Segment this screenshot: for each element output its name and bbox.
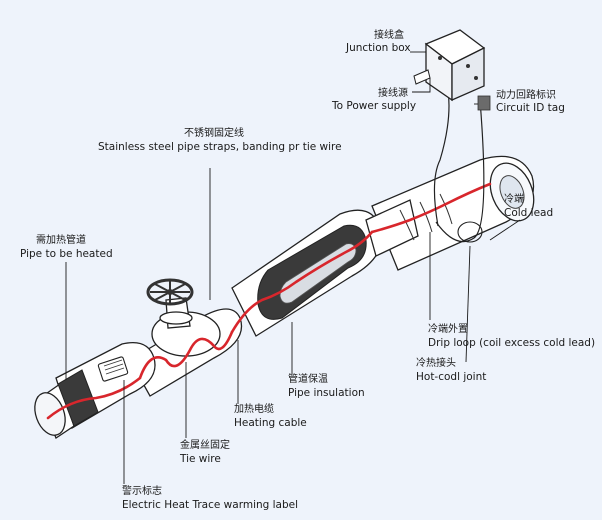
heating-cable-en: Heating cable — [234, 417, 307, 429]
pipe-heated-cn: 需加热管道 — [36, 233, 86, 246]
pipe-right-end-core — [499, 175, 525, 209]
label-cold-lead: 冷端 Cold lead — [504, 192, 553, 219]
drip-loop-wire — [435, 99, 485, 243]
label-circuit-id: 动力回路标识 Circuit ID tag — [496, 88, 565, 114]
pipe-strap-bands — [399, 193, 453, 241]
label-drip-loop: 冷端外置 Drip loop (coil excess cold lead) — [428, 322, 595, 349]
label-power-supply: 接线源 To Power supply — [331, 86, 416, 112]
pipe-insulation-en: Pipe insulation — [288, 387, 365, 399]
drip-loop-en: Drip loop (coil excess cold lead) — [428, 337, 595, 349]
insulation-left-cutaway — [57, 369, 99, 427]
circuit-id-cn: 动力回路标识 — [496, 88, 556, 101]
power-supply-en: To Power supply — [331, 100, 416, 112]
cold-lead-en: Cold lead — [504, 207, 553, 219]
valve-bonnet — [159, 311, 193, 325]
hot-cold-joint-en: Hot-codl joint — [416, 371, 486, 383]
label-tie-wire: 金属丝固定 Tie wire — [179, 438, 230, 465]
heating-cable — [46, 182, 492, 420]
pipe-assembly — [34, 29, 535, 439]
junction-box-icon — [413, 29, 486, 102]
label-pipe-straps: 不锈钢固定线 Stainless steel pipe straps, band… — [98, 126, 342, 153]
pipe-heated-en: Pipe to be heated — [20, 248, 113, 260]
label-junction-box: 接线盒 Junction box — [345, 28, 411, 54]
warning-label-icon — [97, 356, 129, 382]
hot-cold-joint-cn: 冷热接头 — [416, 356, 456, 369]
junction-box-cn: 接线盒 — [374, 28, 404, 41]
cold-lead-wire — [433, 89, 450, 227]
tie-wire-cn: 金属丝固定 — [180, 438, 230, 451]
warning-label-cn: 警示标志 — [122, 484, 162, 497]
drip-loop-coil — [457, 221, 483, 243]
pipe-straps-en: Stainless steel pipe straps, banding pr … — [98, 141, 342, 153]
label-heating-cable: 加热电缆 Heating cable — [234, 402, 307, 429]
pipe-straps-cn: 不锈钢固定线 — [184, 126, 244, 139]
drip-loop-cn: 冷端外置 — [428, 322, 468, 335]
leader-lines — [65, 51, 521, 484]
label-hot-cold-joint: 冷热接头 Hot-codl joint — [416, 356, 486, 383]
label-warning: 警示标志 Electric Heat Trace warming label — [122, 484, 298, 511]
junction-box-en: Junction box — [345, 42, 411, 54]
pipe-connector-right — [365, 199, 419, 257]
pipe-insulation-cn: 管道保温 — [288, 372, 328, 385]
power-supply-cn: 接线源 — [378, 86, 408, 99]
heating-cable-cn: 加热电缆 — [234, 402, 274, 415]
circuit-id-tag-icon — [477, 95, 491, 111]
circuit-id-en: Circuit ID tag — [496, 102, 565, 114]
label-pipe-heated: 需加热管道 Pipe to be heated — [20, 233, 113, 260]
tie-wire-en: Tie wire — [179, 453, 221, 465]
warning-label-en: Electric Heat Trace warming label — [122, 499, 298, 511]
valve-handwheel-icon — [146, 278, 194, 306]
cold-lead-cn: 冷端 — [504, 192, 524, 205]
label-pipe-insulation: 管道保温 Pipe insulation — [288, 372, 365, 399]
